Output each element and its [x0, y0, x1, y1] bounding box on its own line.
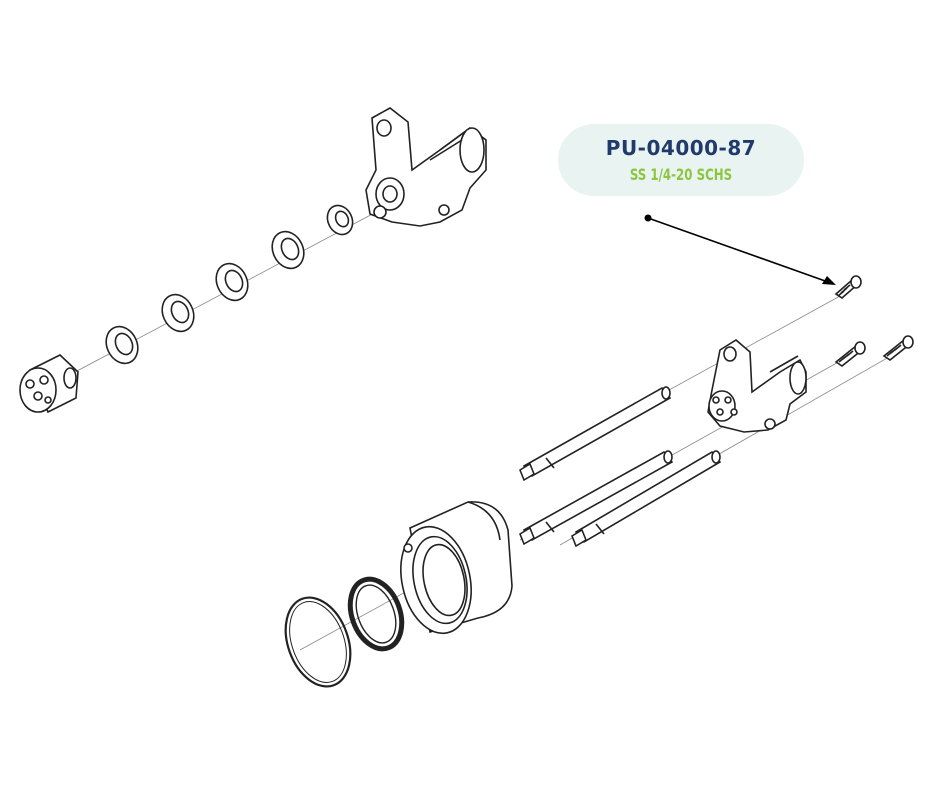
- spacer-ring-4: [271, 230, 305, 270]
- seal-ring-thick: [347, 576, 405, 652]
- leader-arrowhead: [822, 276, 836, 285]
- part-number-label: PU-04000-87: [605, 136, 757, 160]
- upper-axis-line: [59, 209, 381, 381]
- part-callout: PU-04000-87 SS 1/4-20 SCHS: [558, 124, 804, 196]
- cap-screw-2: [834, 341, 866, 367]
- spacer-ring-5: [326, 204, 354, 236]
- tie-rod-3: [571, 450, 722, 548]
- part-description-label: SS 1/4-20 SCHS: [629, 165, 733, 184]
- upper-assembly: [19, 107, 487, 414]
- seal-ring-thin: [284, 596, 352, 688]
- leader: [644, 214, 836, 285]
- end-coupling: [19, 354, 79, 414]
- spacer-ring-2: [161, 293, 195, 333]
- tie-rod-2: [519, 450, 674, 546]
- lower-assembly: [284, 275, 914, 688]
- upper-yoke-bracket: [365, 107, 487, 227]
- tie-rod-1: [519, 386, 672, 482]
- cylinder-barrel: [400, 501, 513, 635]
- leader-line: [647, 217, 829, 283]
- lower-yoke-bracket: [707, 339, 807, 433]
- spacer-ring-1: [105, 325, 139, 365]
- spacer-ring-3: [215, 262, 249, 302]
- cap-screw-3: [882, 335, 914, 361]
- cap-screw-1: [834, 275, 862, 300]
